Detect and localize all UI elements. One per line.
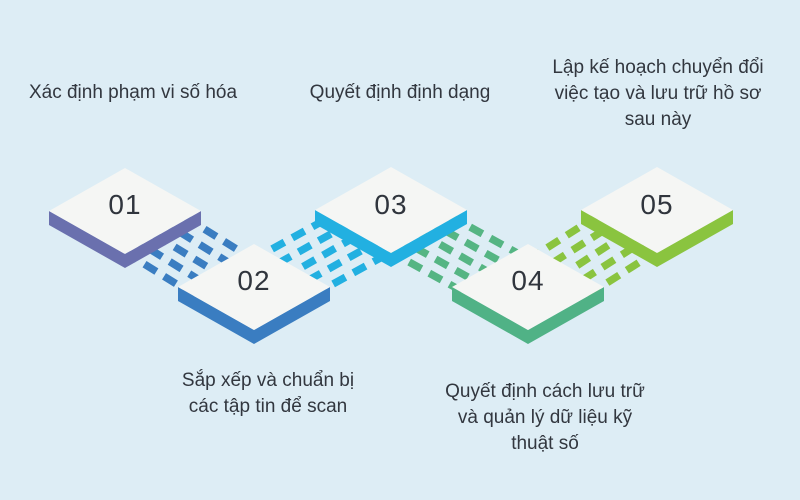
diamond-side-face — [315, 210, 467, 267]
diamond-top-face — [315, 167, 467, 253]
step-number-3: 03 — [374, 189, 408, 220]
step-number-5: 05 — [640, 189, 674, 220]
step-diamond-1 — [49, 168, 201, 268]
step-diamond-2 — [178, 244, 330, 344]
step-label-1: Xác định phạm vi số hóa — [28, 82, 238, 103]
diamond-top-face — [581, 167, 733, 253]
step-label-4: Quyết định cách lưu trữ và quản lý dữ li… — [445, 381, 645, 454]
step-diamond-4 — [452, 244, 604, 344]
diamond-side-face — [49, 211, 201, 268]
step-number-1: 01 — [108, 189, 142, 220]
diamond-side-face — [452, 287, 604, 344]
step-number-2: 02 — [237, 265, 271, 296]
diamond-top-face — [178, 244, 330, 330]
step-diamond-5 — [581, 167, 733, 267]
step-diamond-3 — [315, 167, 467, 267]
diamond-side-face — [581, 210, 733, 267]
step-label-5: Lập kế hoạch chuyển đổi việc tạo và lưu … — [552, 57, 764, 130]
step-number-4: 04 — [511, 265, 545, 296]
diamond-side-face — [178, 287, 330, 344]
diamond-top-face — [452, 244, 604, 330]
step-label-3: Quyết định định dạng — [309, 82, 491, 103]
diamond-top-face — [49, 168, 201, 254]
step-label-2: Sắp xếp và chuẩn bị các tập tin để scan — [181, 370, 355, 417]
